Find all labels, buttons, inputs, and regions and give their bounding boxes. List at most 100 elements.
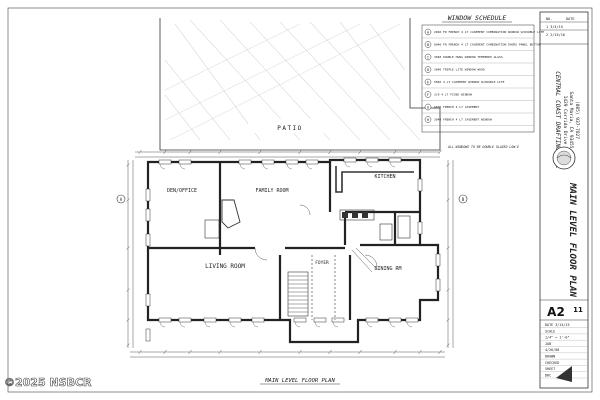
title-block-field: 4/26/08 bbox=[545, 348, 559, 352]
fireplace bbox=[204, 199, 241, 239]
window-schedule-desc: 3/0 4 LT FIXED WINDOW bbox=[434, 93, 472, 97]
svg-text:A: A bbox=[120, 197, 123, 202]
window-symbol bbox=[158, 159, 172, 165]
window-symbol bbox=[313, 317, 327, 323]
door-swings bbox=[254, 204, 378, 268]
window-symbol bbox=[435, 253, 441, 267]
window-schedule-key: C bbox=[427, 55, 429, 59]
patio-area: PATIO bbox=[159, 18, 441, 151]
room-label-family-room: FAMILY ROOM bbox=[255, 188, 288, 194]
sheet-number: A2 bbox=[547, 305, 565, 319]
room-label-living-room: LIVING ROOM bbox=[205, 263, 245, 270]
window-symbol bbox=[178, 159, 192, 165]
window-symbol bbox=[343, 157, 357, 163]
revision-table: NO. DATE 1 3/4/15 2 2/15/16 bbox=[540, 17, 588, 37]
window-schedule-desc: 3048 DOUBLE HUNG WINDOW TEMPERED GLASS bbox=[434, 55, 503, 59]
window-schedule-row: F 3/0 4 LT FIXED WINDOW bbox=[422, 91, 534, 101]
sheet-number-box: A2 11 bbox=[547, 305, 583, 319]
window-schedule-key: G bbox=[427, 105, 429, 109]
window-symbol bbox=[145, 233, 151, 247]
title-block-field: DATE 3/14/15 bbox=[545, 323, 570, 327]
title-block: NO. DATE 1 3/4/15 2 2/15/16 CENTRAL COAS… bbox=[539, 11, 589, 389]
patio-label: PATIO bbox=[277, 125, 303, 132]
plan-title: MAIN LEVEL FLOOR PLAN bbox=[264, 378, 335, 384]
window-schedule-note: ALL WINDOWS TO BE DOUBLE GLAZED LOW-E bbox=[447, 145, 519, 149]
company-name: CENTRAL COAST DRAFTING, INC bbox=[554, 71, 561, 169]
window-schedule-key: D bbox=[427, 68, 429, 72]
company-city: Santa Maria, CA 93455 bbox=[568, 92, 574, 149]
company-info: CENTRAL COAST DRAFTING, INC 1429 Corrida… bbox=[554, 71, 580, 169]
title-block-field: SHEET bbox=[545, 367, 555, 371]
window-symbol bbox=[203, 317, 217, 323]
window-symbol bbox=[251, 317, 265, 323]
title-block-field: JOB bbox=[545, 342, 551, 346]
window-schedule-row: H 3040 FRENCH 4 LT CASEMENT WINDOW bbox=[422, 116, 534, 126]
window-symbol bbox=[405, 317, 419, 323]
window-symbol bbox=[158, 317, 172, 323]
svg-text:1 3/4/15: 1 3/4/15 bbox=[546, 25, 563, 29]
window-symbol bbox=[228, 317, 242, 323]
room-label-den-office: DEN/OFFICE bbox=[167, 188, 197, 194]
window-symbol bbox=[145, 188, 151, 202]
window-symbol bbox=[417, 178, 423, 192]
foyer-stairs bbox=[287, 255, 336, 320]
sheet-border bbox=[7, 7, 593, 393]
dining-area-lines bbox=[351, 247, 379, 273]
window-schedule-key: B bbox=[427, 43, 429, 47]
window-schedule-row: D 3040 TRIPLE LITE WINDOW WOOD bbox=[422, 66, 534, 76]
window-schedule-key: F bbox=[427, 93, 429, 97]
window-schedule-row: E 5040 4 LT CASEMENT WINDOW W/DOUBLE LITE bbox=[422, 78, 534, 89]
window-symbol bbox=[388, 157, 402, 163]
title-block-field: DRAWN bbox=[545, 355, 555, 359]
window-schedule-desc: 6036 FRENCH 4 LT CASEMENT bbox=[434, 105, 479, 109]
sheet-title: MAIN LEVEL FLOOR PLAN bbox=[567, 182, 577, 297]
dimension-lines bbox=[127, 151, 454, 358]
window-symbol bbox=[365, 157, 379, 163]
title-block-field: SCALE bbox=[545, 329, 555, 333]
window-symbol bbox=[238, 159, 252, 165]
window-symbol bbox=[145, 208, 151, 222]
svg-text:2 2/15/16: 2 2/15/16 bbox=[546, 33, 565, 37]
window-symbol bbox=[261, 159, 275, 165]
window-schedule-row: B 6040 FR FRENCH 4 LT CASEMENT COMBINATIO… bbox=[422, 41, 541, 51]
window-schedule-desc: 5040 4 LT CASEMENT WINDOW W/DOUBLE LITE bbox=[434, 80, 505, 84]
window-symbol bbox=[145, 293, 151, 307]
company-phone: (805) 937-7827 bbox=[574, 101, 580, 139]
window-schedule-row: C 3048 DOUBLE HUNG WINDOW TEMPERED GLASS bbox=[422, 53, 534, 64]
company-address: 1429 Corrida Drive bbox=[562, 96, 568, 145]
window-schedule-key: E bbox=[427, 80, 429, 84]
title-block-field: 1/4" = 1'-0" bbox=[545, 336, 570, 340]
title-block-field: CHECKED bbox=[545, 361, 559, 365]
window-symbol bbox=[293, 317, 307, 323]
window-symbol bbox=[178, 317, 192, 323]
window-symbol bbox=[145, 328, 151, 342]
north-arrow-icon bbox=[556, 366, 572, 382]
window-schedule-key: H bbox=[427, 118, 429, 122]
section-marker-a: A bbox=[116, 194, 126, 204]
title-block-field: DRC bbox=[545, 373, 551, 377]
window-symbol bbox=[417, 221, 423, 235]
window-schedule-desc: 3040 FRENCH 4 LT CASEMENT WINDOW bbox=[434, 118, 492, 122]
window-symbol bbox=[305, 159, 319, 165]
window-schedule-row: G 6036 FRENCH 4 LT CASEMENT bbox=[422, 103, 534, 114]
svg-text:NO.: NO. bbox=[546, 17, 552, 21]
window-schedule-desc: 3040 TRIPLE LITE WINDOW WOOD bbox=[434, 68, 485, 72]
watermark: ©2025 NSBCR bbox=[4, 376, 92, 389]
window-schedule-desc: 6040 FR FRENCH 4 LT CASEMENT COMBINATION… bbox=[434, 43, 541, 47]
company-logo bbox=[552, 146, 576, 170]
floor-plan: DEN/OFFICE FAMILY ROOM KITCHEN LIVING RO… bbox=[116, 149, 468, 385]
room-labels: DEN/OFFICE FAMILY ROOM KITCHEN LIVING RO… bbox=[167, 174, 402, 272]
window-symbols bbox=[145, 157, 441, 342]
window-symbol bbox=[331, 317, 345, 323]
svg-text:DATE: DATE bbox=[566, 17, 574, 21]
svg-text:B: B bbox=[462, 197, 465, 202]
room-label-kitchen: KITCHEN bbox=[374, 174, 395, 180]
window-symbol bbox=[435, 278, 441, 292]
kitchen-counter bbox=[335, 166, 414, 241]
sheet-suffix: 11 bbox=[573, 306, 583, 314]
section-marker-b: B bbox=[458, 194, 468, 204]
window-symbol bbox=[365, 317, 379, 323]
